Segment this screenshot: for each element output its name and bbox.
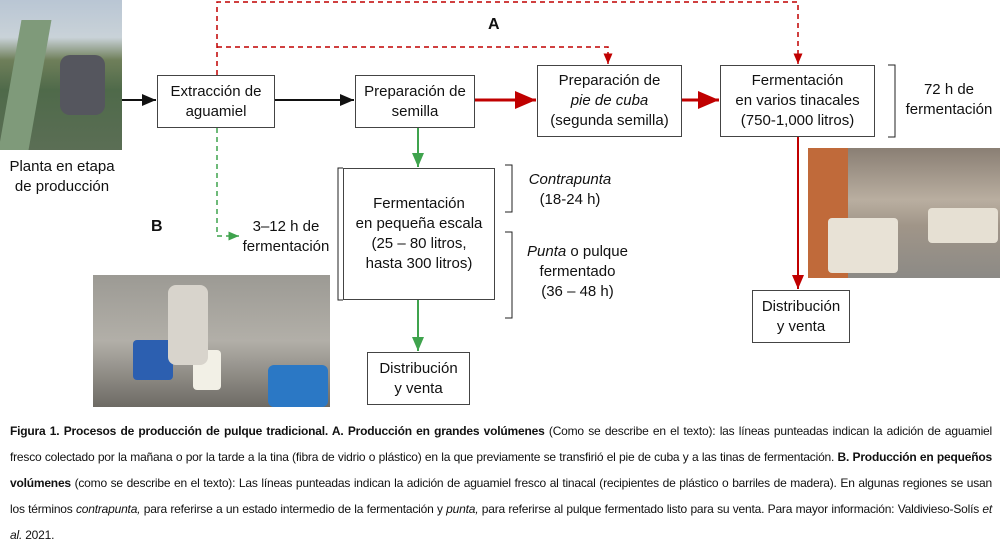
caption-text: (como se describe en el texto): Las líne…: [10, 476, 992, 516]
annotation-text: Punta o pulque: [515, 242, 640, 262]
bracket-contrapunta: [505, 164, 513, 213]
punta-italic: Punta: [527, 243, 567, 260]
box-text: Distribución: [379, 359, 458, 377]
box-text: Preparación de: [558, 72, 661, 89]
box-text: y venta: [394, 379, 443, 397]
box-text: aguamiel: [185, 102, 247, 120]
box-text: semilla: [391, 102, 439, 120]
box-text: en pequeña escala: [355, 215, 483, 232]
annotation-text: (36 – 48 h): [541, 283, 614, 300]
annotation-text: fermentación: [905, 101, 993, 118]
box-extraccion: Extracción de aguamiel: [157, 75, 275, 128]
caption-etal: et al.: [10, 502, 993, 542]
box-text: hasta 300 litros): [365, 255, 473, 272]
punta-rest: o pulque: [566, 243, 628, 260]
caption-term: contrapunta,: [75, 502, 141, 516]
annotation-text: (18-24 h): [539, 191, 601, 208]
bracket-punta: [505, 231, 513, 319]
annotation-text: fermentado: [539, 263, 616, 280]
annotation-contrapunta: Contrapunta (18-24 h): [515, 170, 625, 210]
annotation-text: Contrapunta: [528, 171, 612, 188]
dashed-b: [216, 128, 239, 241]
box-text: Extracción de: [170, 82, 262, 100]
annotation-punta: Punta o pulque fermentado (36 – 48 h): [515, 242, 640, 302]
figure-caption: Figura 1. Procesos de producción de pulq…: [10, 418, 992, 548]
annotation-3-12h: 3–12 h de fermentación: [234, 217, 338, 257]
box-text: Distribución: [761, 297, 841, 315]
small-scale-fermentation-photo: [93, 275, 330, 407]
box-distribucion-b: Distribución y venta: [367, 352, 470, 405]
caption-text: para referirse al pulque fermentado list…: [478, 502, 983, 516]
box-pequena-escala: Fermentación en pequeña escala (25 – 80 …: [343, 168, 495, 300]
box-distribucion-a: Distribución y venta: [752, 290, 850, 343]
caption-text: (Como se describe en el texto): las líne…: [10, 424, 992, 464]
agave-plant-photo: [0, 0, 122, 150]
annotation-text: 3–12 h de: [252, 218, 320, 235]
box-text: y venta: [776, 317, 826, 335]
dashed-a-inner: [217, 46, 613, 64]
section-label-b: B: [151, 218, 163, 235]
plant-label-line: Planta en etapa: [9, 158, 115, 175]
box-text: (750-1,000 litros): [740, 112, 855, 129]
plant-label: Planta en etapa de producción: [0, 157, 124, 197]
box-text: (25 – 80 litros,: [371, 235, 467, 252]
plant-label-line: de producción: [14, 178, 110, 195]
flow-connectors: [122, 1, 896, 351]
box-text: Preparación de: [364, 82, 466, 100]
tinacal-photo: [808, 148, 1000, 278]
annotation-text: 72 h de: [923, 81, 975, 98]
section-label-a: A: [488, 16, 500, 33]
box-pie-de-cuba: Preparación de pie de cuba (segunda semi…: [537, 65, 682, 137]
box-text: (segunda semilla): [550, 112, 669, 129]
box-semilla: Preparación de semilla: [355, 75, 475, 128]
box-text: en varios tinacales: [735, 92, 860, 109]
bracket-pequena-left: [337, 167, 343, 301]
bracket-72h: [888, 64, 896, 138]
box-text: pie de cuba: [570, 92, 649, 109]
caption-section-b: B. Producción en pequeños volúmenes: [10, 450, 993, 490]
box-text: Fermentación: [373, 195, 465, 212]
dashed-a-outer: [216, 1, 803, 75]
box-tinacales: Fermentación en varios tinacales (750-1,…: [720, 65, 875, 137]
caption-text: para referirse a un estado intermedio de…: [140, 502, 447, 516]
box-text: Fermentación: [751, 72, 844, 89]
annotation-72h: 72 h de fermentación: [898, 80, 1000, 120]
caption-text: 2021.: [22, 528, 55, 542]
caption-term: punta,: [446, 502, 479, 516]
annotation-text: fermentación: [242, 238, 330, 255]
caption-title: Figura 1. Procesos de producción de pulq…: [10, 424, 545, 438]
